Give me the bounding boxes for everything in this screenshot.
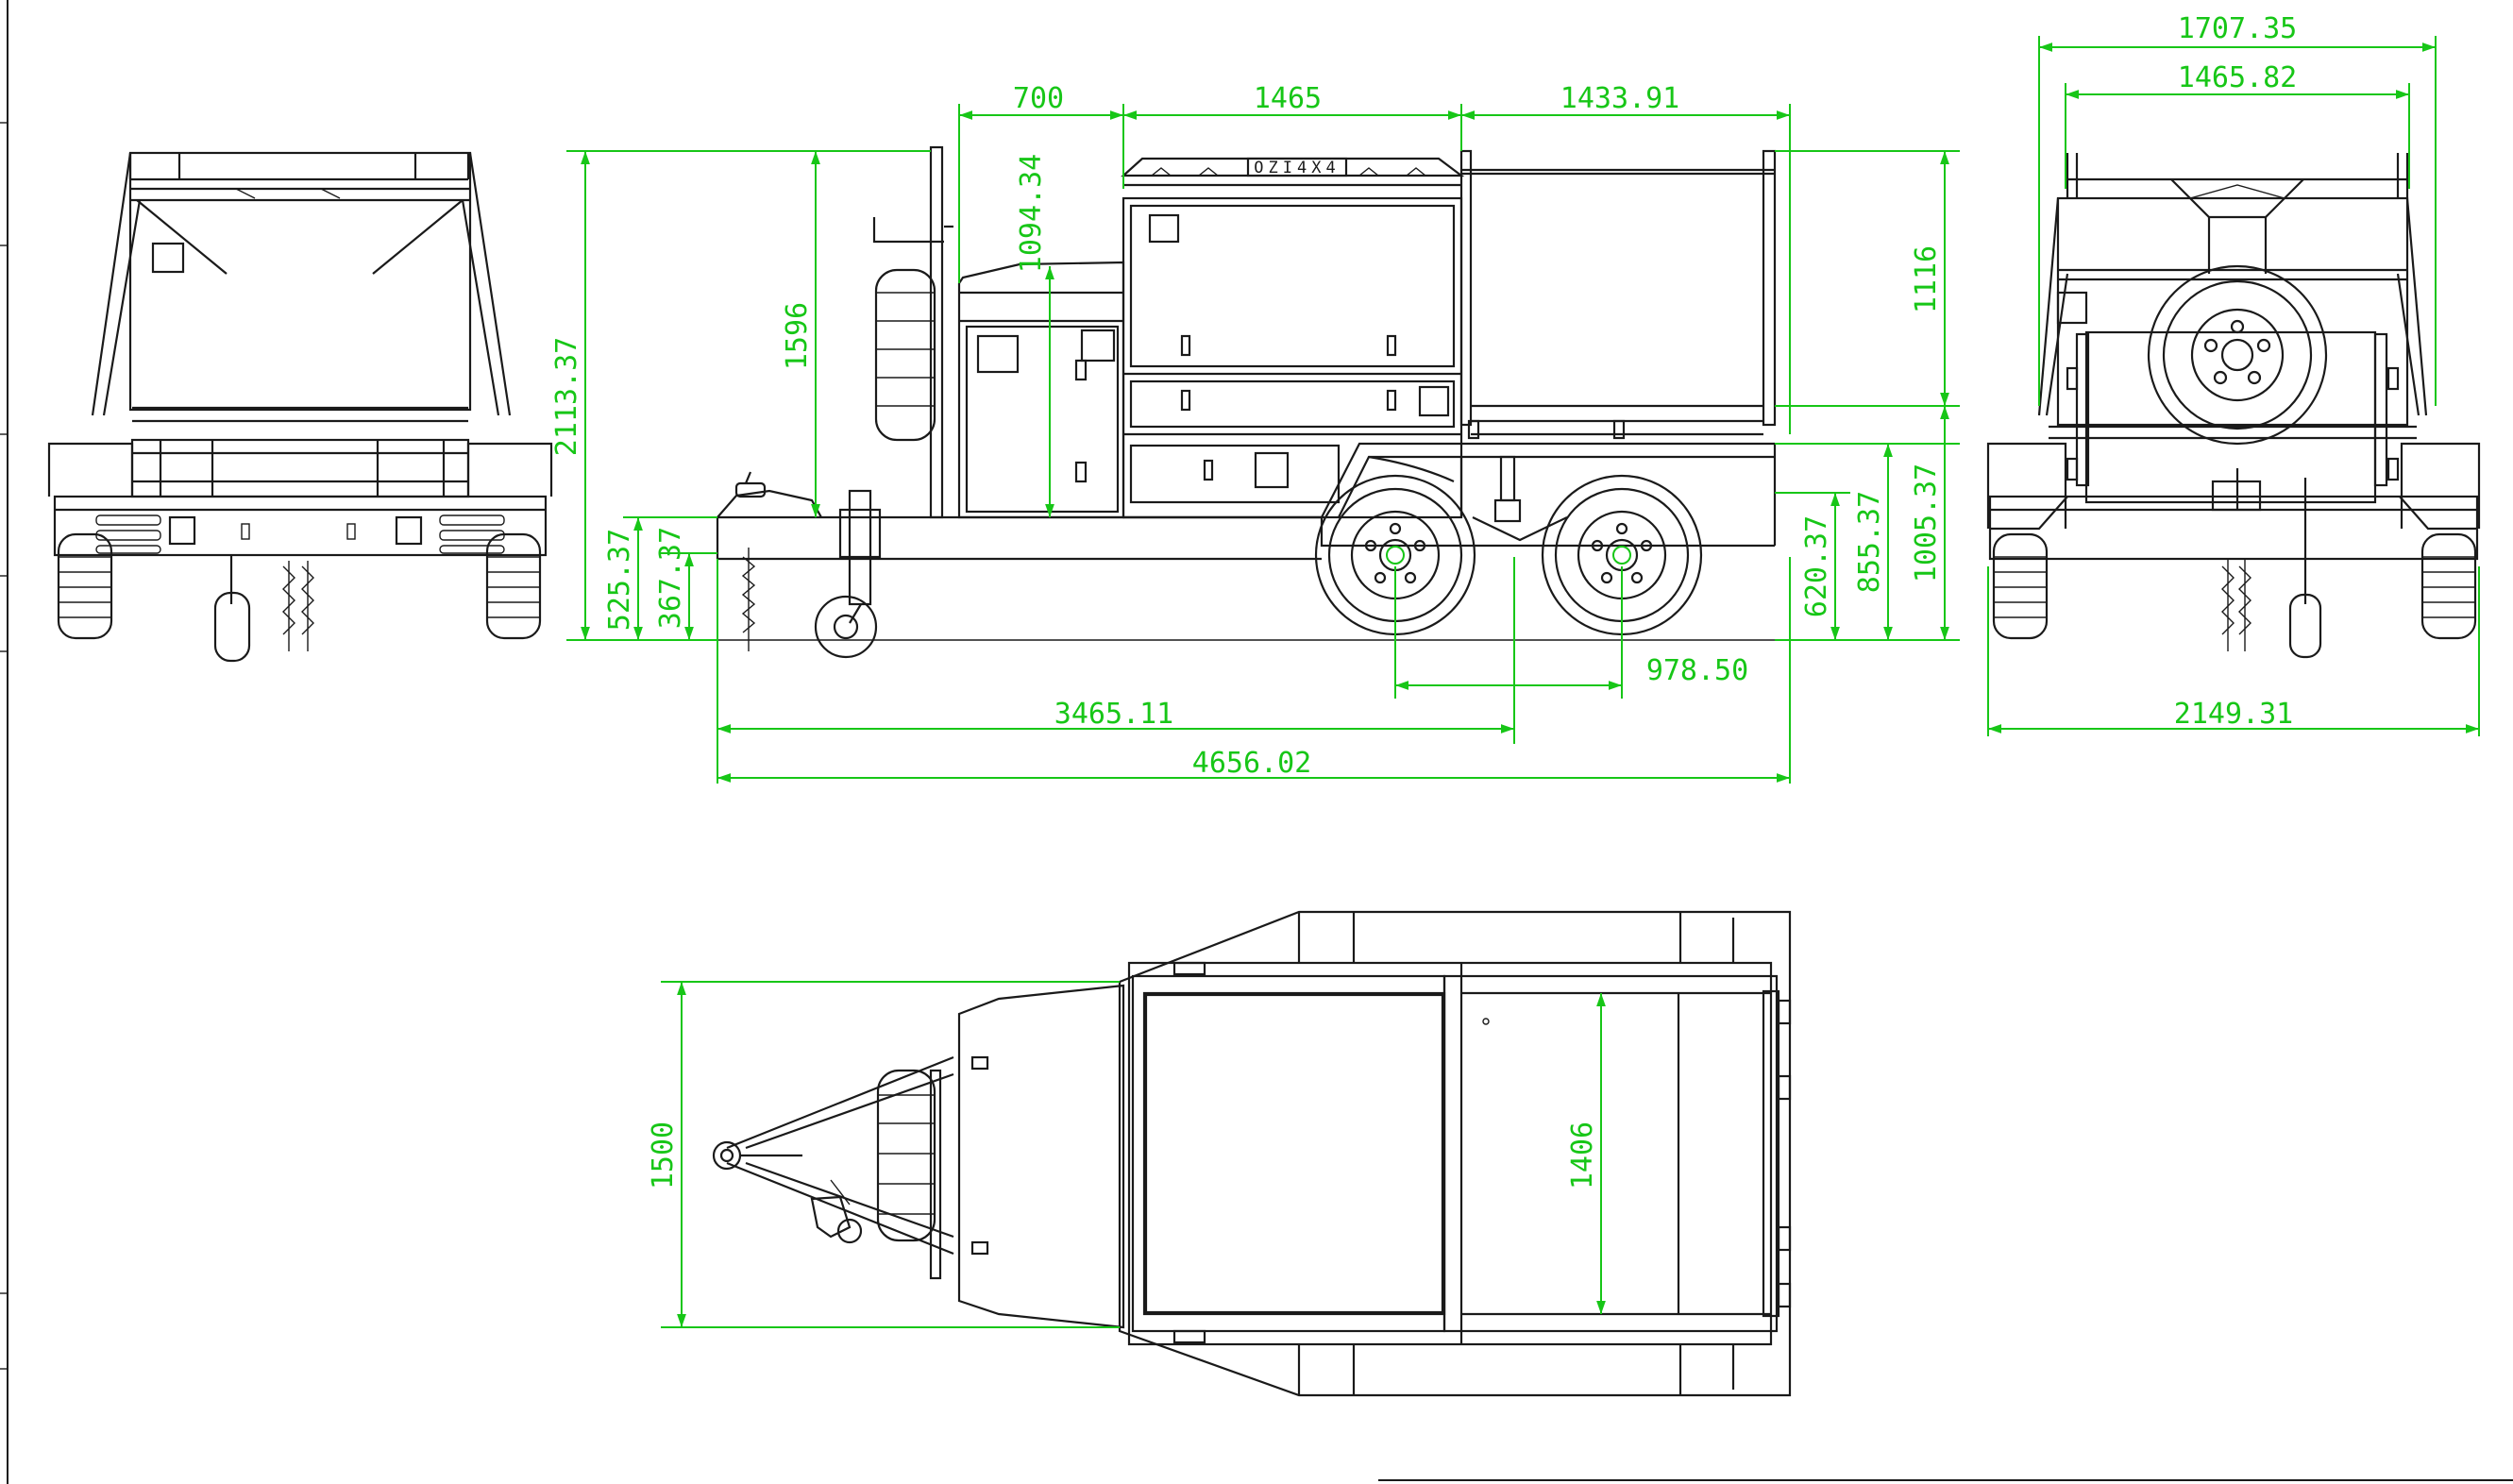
dim-toolbox-length: 1465 <box>1254 82 1322 115</box>
dim-tray-length: 1433.91 <box>1560 82 1679 115</box>
dim-canopy-height: 1116 <box>1910 245 1943 313</box>
dim-tray-floor-height: 620.37 <box>1800 515 1833 617</box>
rear-view-right-tyre <box>2420 532 2477 640</box>
dim-overall-length: 4656.02 <box>1192 747 1311 780</box>
dim-jack-height: 1596 <box>781 302 814 370</box>
dim-plan-tray-width: 1406 <box>1566 1121 1599 1189</box>
dim-overall-height: 2113.37 <box>550 337 583 456</box>
rear-view-spare-wheel <box>2147 264 2328 446</box>
side-view-brand-mark: OZI4X4 <box>1254 159 1340 177</box>
dim-inner-width: 1465.82 <box>2178 61 2297 94</box>
dim-drawbar-height: 367.37 <box>654 527 687 629</box>
dim-axle-spacing: 978.50 <box>1646 654 1748 687</box>
dim-overall-width: 1707.35 <box>2178 12 2297 45</box>
plan-view <box>712 910 1792 1397</box>
dimension-labels: 1707.35 1465.82 700 1465 1433.91 2113.37… <box>550 12 2297 1189</box>
dim-guard-height: 855.37 <box>1853 491 1886 593</box>
dimension-lines <box>566 36 2480 1328</box>
front-view-left-tyre <box>57 532 113 640</box>
dim-plan-body-width: 1500 <box>647 1121 680 1189</box>
front-view-right-tyre <box>485 532 542 640</box>
rear-view <box>1986 153 2481 659</box>
dim-rear-track-width: 2149.31 <box>2174 698 2293 731</box>
rear-view-left-tyre <box>1992 532 2049 640</box>
side-view: OZI4X4 <box>604 145 1803 659</box>
dim-front-box-height: 1094.34 <box>1015 154 1048 273</box>
dim-rail-height: 1005.37 <box>1910 464 1943 582</box>
dim-coupling-height: 525.37 <box>603 529 636 631</box>
front-view <box>47 151 553 663</box>
dim-coupling-to-axle: 3465.11 <box>1054 698 1173 731</box>
dim-drawbar-length: 700 <box>1013 82 1064 115</box>
